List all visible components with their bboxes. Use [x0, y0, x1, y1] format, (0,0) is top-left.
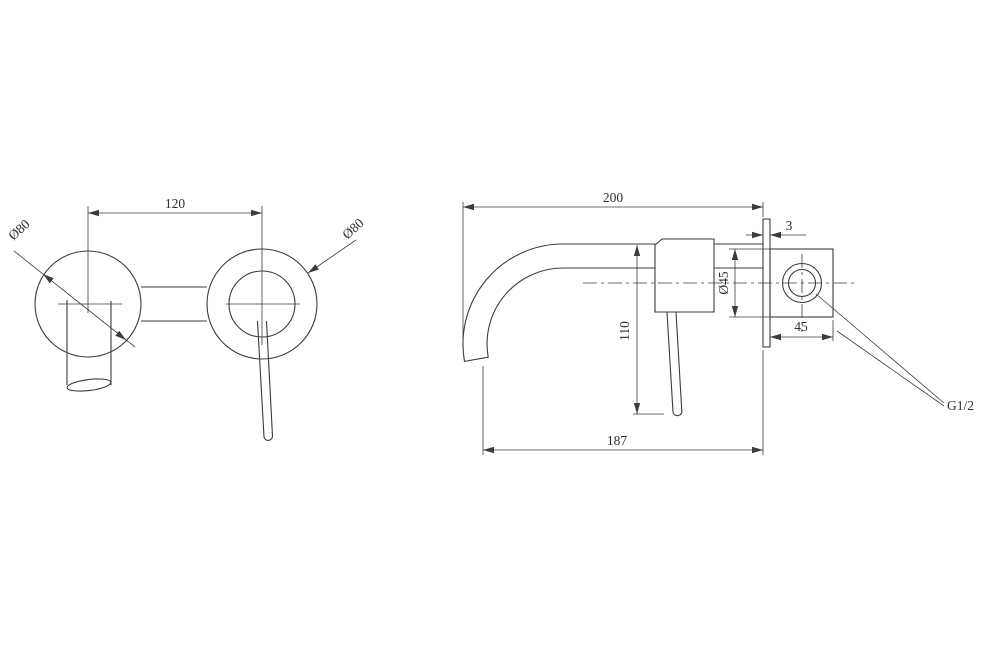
dim-center-distance-label: 120: [165, 196, 186, 211]
dim-body-width-label: 45: [794, 319, 808, 334]
dim-drop-height-label: 110: [617, 321, 632, 341]
front-lever: [256, 320, 274, 441]
arrow-120-left: [88, 209, 99, 217]
front-view-arrowheads: [41, 209, 319, 343]
front-view-labels: 120 Ø80 Ø80: [5, 196, 367, 243]
mixer-barrel: [654, 238, 715, 313]
arrow-3-right: [770, 231, 781, 239]
front-view: [34, 248, 318, 441]
arrow-d45-bottom: [731, 306, 739, 317]
arrow-200-right: [752, 203, 763, 211]
dim-plate-thickness-label: 3: [786, 218, 793, 233]
dim-spout-reach-label: 187: [607, 433, 628, 448]
arrow-45-right: [822, 333, 833, 341]
arrow-45-left: [770, 333, 781, 341]
side-view-arrowheads: [463, 203, 833, 454]
side-view-labels: 200 3 Ø45 110 45 187 G1/2: [603, 190, 974, 448]
arrow-200-left: [463, 203, 474, 211]
spout-outline: [462, 243, 655, 363]
arrow-187-left: [483, 446, 494, 454]
arrow-d45-top: [731, 249, 739, 260]
side-lever: [666, 311, 683, 417]
dim-left-flange-label: Ø80: [5, 216, 33, 243]
arrow-187-right: [752, 446, 763, 454]
arrow-d80-left-upper: [41, 271, 54, 284]
leader-g12-lower: [836, 330, 945, 407]
front-view-dimension-lines: [13, 206, 357, 348]
side-view-dimension-lines: [462, 202, 945, 455]
thread-size-label: G1/2: [947, 398, 974, 413]
front-spout-bottom-cap: [66, 378, 112, 392]
centerlines: [583, 254, 856, 332]
dim-right-flange-label: Ø80: [339, 215, 367, 242]
dim-body-diameter-label: Ø45: [716, 271, 731, 294]
leader-g12-upper: [815, 293, 945, 404]
leader-left-diameter: [13, 250, 136, 348]
arrow-120-right: [251, 209, 262, 217]
arrow-110-bottom: [633, 403, 641, 414]
arrow-110-top: [633, 245, 641, 256]
side-view: [462, 218, 834, 417]
dim-total-projection-label: 200: [603, 190, 624, 205]
arrow-3-left: [752, 231, 763, 239]
